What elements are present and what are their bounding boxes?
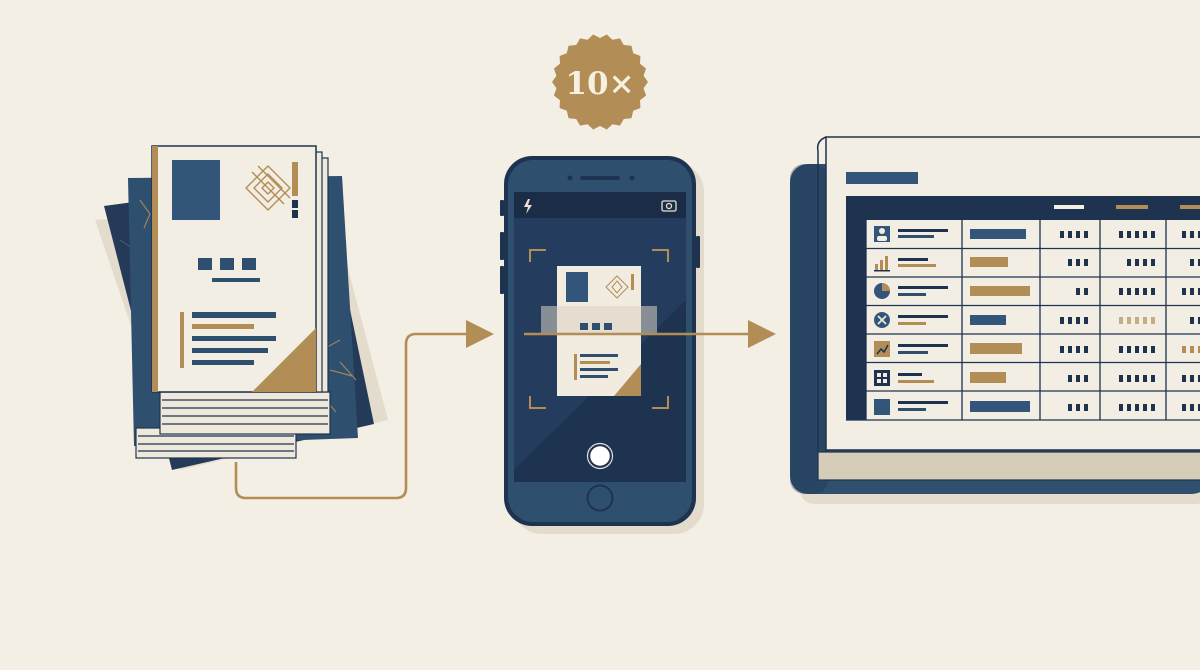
camera-switch-icon[interactable] — [661, 200, 677, 212]
phone — [500, 156, 776, 534]
table-row — [874, 226, 1200, 242]
spreadsheet-title-bar — [846, 172, 918, 184]
front-document-page — [151, 145, 317, 393]
scanned-document — [541, 266, 657, 396]
shutter-button-icon[interactable] — [587, 443, 613, 469]
network-icon — [874, 312, 890, 328]
badge-text: 10× — [565, 66, 634, 102]
document-logo — [245, 165, 291, 211]
spreadsheet-table — [846, 196, 1200, 421]
table-row — [874, 283, 1200, 299]
connector-line-to-phone — [234, 332, 476, 500]
table-row — [874, 370, 1200, 386]
arrow-head-to-spreadsheet — [748, 320, 776, 348]
arrow-head-to-phone — [466, 320, 494, 348]
spreadsheet-book — [790, 136, 1200, 504]
document-stack — [95, 145, 388, 470]
table-row — [874, 256, 1200, 272]
pie-chart-icon — [874, 283, 890, 299]
table-row — [874, 341, 1200, 357]
home-button-icon[interactable] — [586, 484, 614, 512]
person-icon — [874, 226, 890, 242]
square-icon — [874, 399, 890, 415]
table-row — [874, 399, 1200, 415]
grid-icon — [874, 370, 890, 386]
bar-chart-icon — [874, 256, 890, 272]
speed-badge: 10× — [552, 34, 648, 130]
flash-icon[interactable] — [524, 199, 532, 214]
document-photo-placeholder — [172, 160, 220, 220]
viewfinder-frame — [529, 249, 669, 409]
trend-chart-icon — [874, 341, 890, 357]
table-row — [874, 312, 1200, 328]
